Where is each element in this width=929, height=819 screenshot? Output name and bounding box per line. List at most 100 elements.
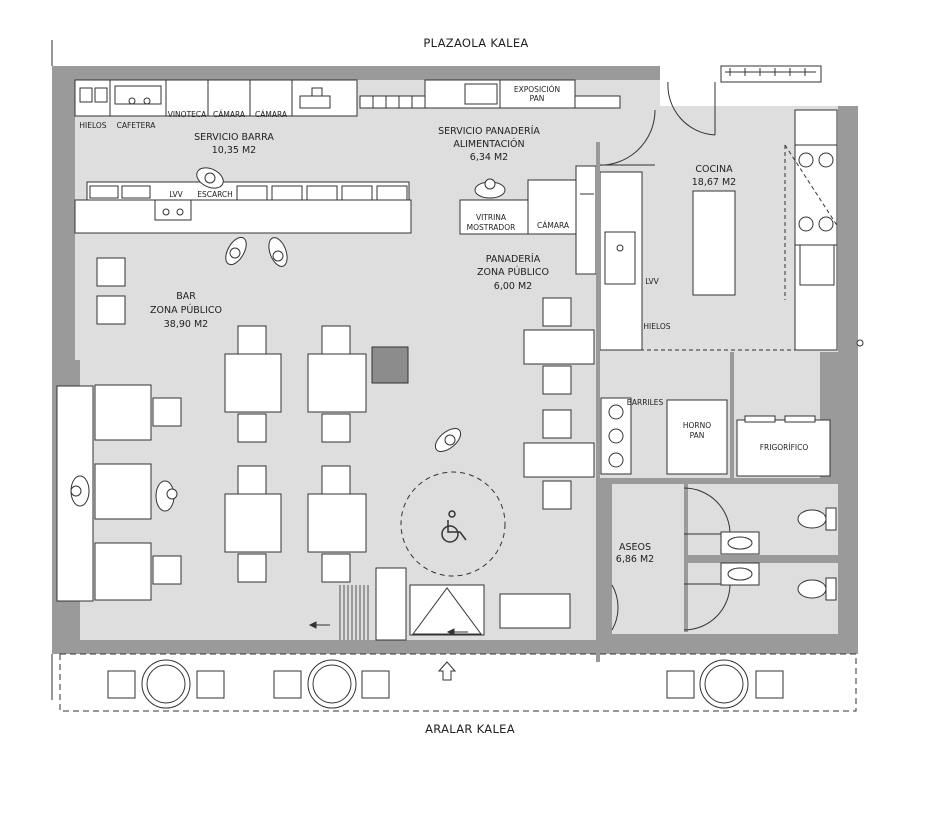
room-name: PANADERÍA [486,253,541,265]
equipment-label: CÁMARA [213,110,246,119]
room-area: 6,86 M2 [616,554,654,565]
toilet-icon [797,577,837,601]
counter-table [523,442,595,478]
stool [237,553,267,583]
washbasin-icon [720,531,760,555]
room-area: 10,35 M2 [212,145,256,156]
interior-wall [838,106,858,654]
stool [321,413,351,443]
person-icon [196,167,224,189]
equipment-label: HORNO [683,421,711,430]
interior-wall [598,478,838,484]
stool [542,297,572,327]
barrel-icon [608,404,624,420]
column [371,346,409,384]
street-label-bottom: ARALAR KALEA [425,722,515,736]
barrels-shelf [600,397,632,475]
ice-machine-icon [79,87,93,103]
equipment-label: MOSTRADOR [467,223,516,232]
equipment-label: HIELOS [79,121,106,130]
room-name: ZONA PÚBLICO [150,304,222,316]
stool [152,397,182,427]
equipment-label: CAFETERA [117,121,157,130]
top-right-wall-block [720,65,822,83]
back-shelf [574,95,621,109]
equipment-label: VITRINA [476,213,507,222]
entrance-door-swing [412,587,482,635]
grille-icon [725,68,816,76]
bread-oven [666,399,728,475]
room-area: 38,90 M2 [164,319,208,330]
bar-counter-upper [86,181,410,201]
street-furniture [107,659,784,709]
wheelchair-turning-circle [400,471,506,577]
stool [321,325,351,355]
stool [542,365,572,395]
door-swing [683,487,731,535]
stool [96,295,126,325]
table [307,493,367,553]
table [307,353,367,413]
equipment-label: VINOTECA [168,110,207,119]
planter [666,670,695,699]
coffee-machine-icon [114,85,162,105]
room-area: 6,34 M2 [470,152,508,163]
barrel-icon [608,452,624,468]
table [224,353,282,413]
street-label-top: PLAZAOLA KALEA [423,36,528,50]
interior-wall [730,352,734,480]
stool [321,465,351,495]
display-table [499,593,571,629]
stool [96,257,126,287]
person-icon [225,236,247,266]
washbasin-icon [720,562,760,586]
door-swing [667,81,716,136]
table [94,542,152,601]
door-swing [611,584,619,631]
person-icon [155,480,178,512]
planter [196,670,225,699]
interior-wall [596,142,600,662]
tables [56,257,595,629]
equipment-label: LVV [169,190,183,199]
shelving-strip [359,95,426,109]
stool [237,413,267,443]
vestibule [409,584,485,636]
kitchen-island [692,190,736,296]
room-name: SERVICIO BARRA [194,132,274,143]
equipment-label: CÁMARA [537,221,570,230]
oven-icon [464,83,498,105]
bakery-side-counter [575,165,597,275]
table [94,384,152,441]
interior-wall [684,555,838,563]
planter [361,670,390,699]
sink-icon [154,199,192,221]
pavement-outline [59,653,857,712]
equipment-label: EXPOSICIÓN [514,85,560,94]
person-icon [70,475,90,507]
person-icon [434,428,462,452]
room-name: COCINA [695,164,733,175]
planter [273,670,302,699]
room-area: 18,67 M2 [692,177,736,188]
room-name: SERVICIO PANADERÍA [438,125,540,137]
equipment-label: FRIGORÍFICO [760,443,809,452]
room-name: ALIMENTACIÓN [453,138,524,150]
room-name: ZONA PÚBLICO [477,266,549,278]
room-area: 6,00 M2 [494,281,532,292]
person-icon [474,178,506,199]
ice-machine-icon [94,87,108,103]
planter [755,670,784,699]
table [94,463,152,520]
wheelchair-icon [441,510,467,543]
kitchen-sink-icon [604,231,636,285]
counter-table [523,329,595,365]
stool [237,325,267,355]
refrigerator [736,419,831,477]
toilet-icon [797,507,837,531]
ramp-icon [339,585,369,640]
stool [152,555,182,585]
exposition-box [499,79,576,109]
stool [321,553,351,583]
